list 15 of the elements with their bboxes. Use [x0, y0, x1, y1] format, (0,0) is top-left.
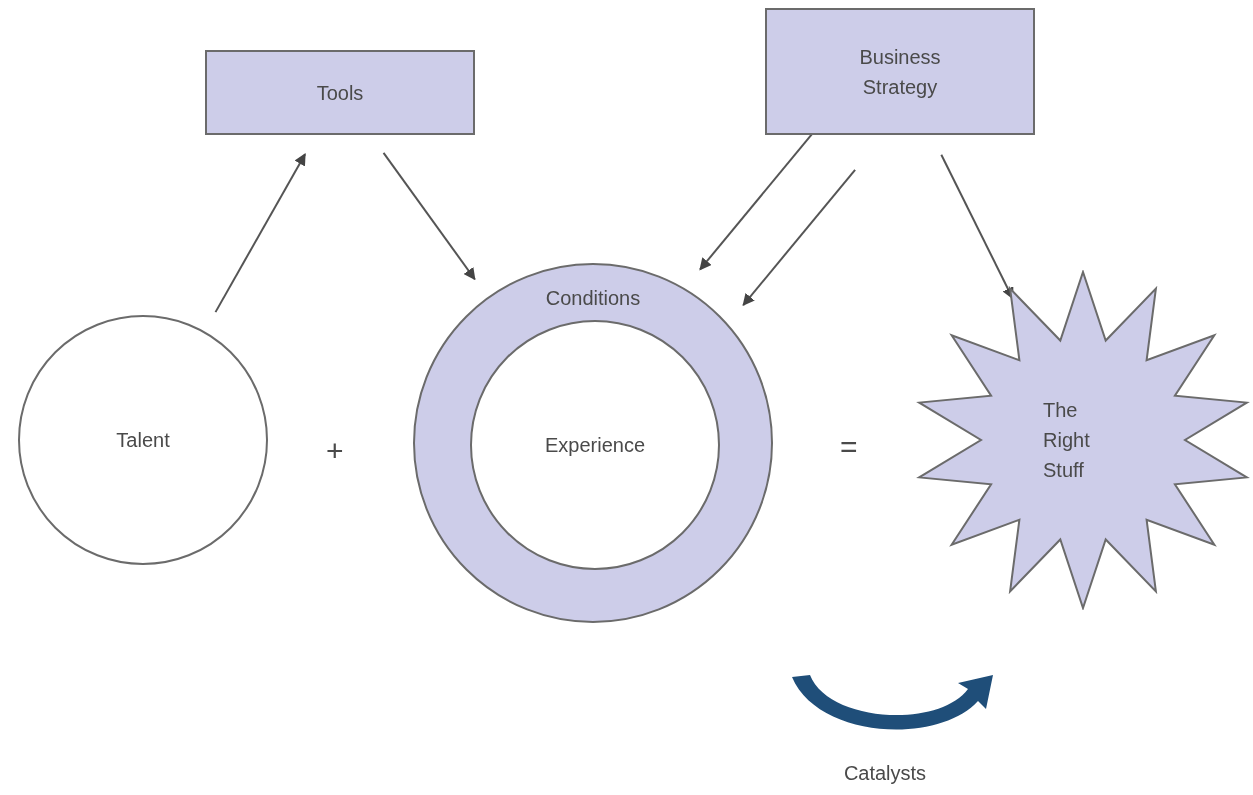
box-label: Tools [316, 80, 364, 106]
box-label: Business Strategy [858, 44, 942, 100]
plus-sign: + [326, 434, 344, 467]
arrow [382, 151, 476, 281]
ring-label: Conditions [545, 286, 641, 311]
circle-label: Experience [544, 433, 646, 458]
equals-sign: = [840, 430, 858, 463]
circle-label: Talent [116, 428, 170, 453]
star-label: The Right Stuff [1043, 398, 1091, 483]
arrow [742, 168, 857, 307]
catalysts-label: Catalysts [843, 761, 927, 786]
process-box [205, 50, 475, 135]
arrow [214, 153, 307, 314]
arrow [699, 133, 813, 271]
process-box [765, 8, 1035, 135]
